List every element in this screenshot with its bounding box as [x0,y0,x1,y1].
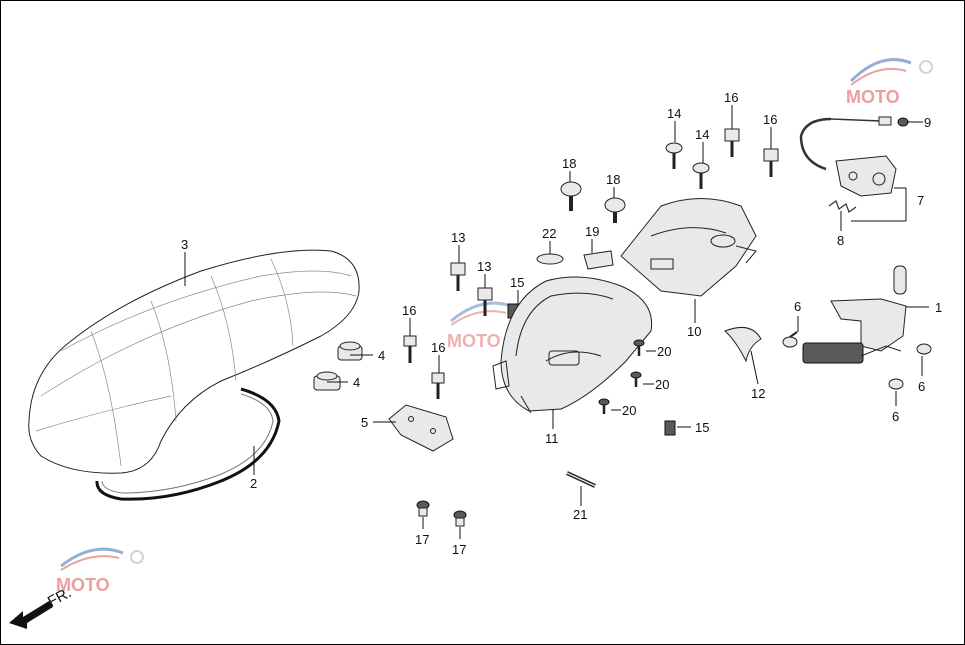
part-11-luggage-box [492,276,653,414]
callout-19: 19 [585,224,599,239]
part-4-bumper-lower [313,371,341,391]
watermark-text-bottom: MOTO [56,575,110,595]
part-6-screw-b [916,343,932,355]
callout-16-a: 16 [402,303,416,318]
callout-2: 2 [250,476,257,491]
front-direction-indicator: FR. [9,584,74,629]
callout-labels: 1 2 3 4 4 5 6 6 6 7 8 9 10 11 12 13 13 1… [181,90,942,557]
part-10-upper-cover [620,198,757,297]
bolt-13-b [477,287,493,316]
watermark-logo-bottom: MOTO [56,547,144,595]
part-19-pad [583,250,614,270]
watermark-text-top: MOTO [846,87,900,107]
callout-16-d: 16 [763,112,777,127]
part-17-grommet-b [453,510,467,527]
callout-11: 11 [545,431,559,446]
callout-6-c: 6 [892,409,899,424]
part-17-grommet-a [416,500,430,517]
bolt-16-upper-a [724,128,740,157]
part-3-seat [28,249,360,474]
bolt-18-a [560,181,582,211]
watermark-logo-top: MOTO [846,58,933,107]
callout-6-b: 6 [918,379,925,394]
part-20-screw-c [598,398,610,414]
callout-15-a: 15 [510,275,524,290]
part-21-pin [566,471,596,488]
callout-9: 9 [924,115,931,130]
callout-4-upper: 4 [378,348,385,363]
bolt-16-left-b [431,372,445,399]
bolt-16-upper-b [763,148,779,177]
part-15-clip-b [664,420,676,436]
callout-18-b: 18 [606,172,620,187]
callout-20-a: 20 [657,344,671,359]
callout-4-lower: 4 [353,375,360,390]
callout-20-b: 20 [655,377,669,392]
part-7-latch [835,155,897,197]
bolt-16-left-a [403,335,417,363]
callout-18-a: 18 [562,156,576,171]
callout-5: 5 [361,415,368,430]
part-8-spring [828,200,857,213]
callout-20-c: 20 [622,403,636,418]
callout-12: 12 [751,386,765,401]
part-9-cable [799,116,909,171]
callout-21: 21 [573,507,587,522]
part-6-screw-c [888,378,904,390]
screw-14-b [692,162,710,189]
callout-14-b: 14 [695,127,709,142]
part-1-latch-assembly [802,265,907,364]
callout-15-b: 15 [695,420,709,435]
callout-14-a: 14 [667,106,681,121]
callout-13-a: 13 [451,230,465,245]
part-6-screw-a [782,331,798,348]
bolt-13-a [450,262,466,291]
callout-6-a: 6 [794,299,801,314]
part-5-bracket-plate [388,404,454,452]
callout-16-c: 16 [724,90,738,105]
part-22-cap [536,253,564,265]
callout-8: 8 [837,233,844,248]
part-20-screw-a [633,339,645,356]
callout-3: 3 [181,237,188,252]
callout-13-b: 13 [477,259,491,274]
part-20-screw-b [630,371,642,387]
part-4-bumper-upper [337,341,363,361]
callout-17-a: 17 [415,532,429,547]
leader-lines [184,105,929,539]
callout-1: 1 [935,300,942,315]
callout-7: 7 [917,193,924,208]
front-arrow-icon [9,601,53,629]
bolt-18-b [604,197,626,223]
part-12-cover [724,326,762,363]
part-2-seat-gasket [95,387,281,501]
callout-22: 22 [542,226,556,241]
callout-16-b: 16 [431,340,445,355]
callout-10: 10 [687,324,701,339]
watermark-logo-middle: MOTO [447,301,512,351]
callout-17-b: 17 [452,542,466,557]
watermark-text-middle: MOTO [447,331,501,351]
screw-14-a [665,142,683,169]
